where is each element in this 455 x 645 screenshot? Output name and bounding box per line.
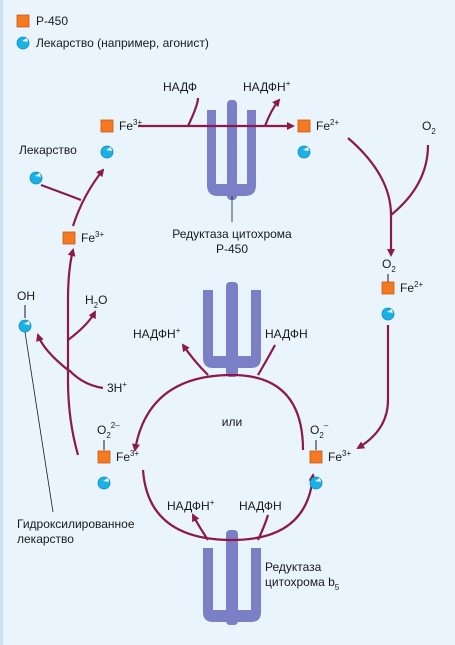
label-nadf-top: НАДФ	[163, 80, 197, 94]
arrow-fe3-to-complex	[71, 168, 105, 227]
o2-bound-right: O2	[382, 257, 396, 274]
reductase-b5-label-1: Редуктаза	[265, 560, 322, 574]
p450-left-mid	[62, 231, 76, 245]
o2-2minus-left: O22–	[97, 421, 120, 440]
fe3-right-bottom: Fe3+	[328, 449, 351, 464]
arrow-loop-bottom	[141, 469, 317, 542]
drug-top-right	[297, 145, 311, 159]
p450-top-left	[100, 119, 114, 133]
fe3-left-mid: Fe3+	[81, 230, 104, 245]
label-nadfn-mid: НАДФН	[265, 327, 308, 341]
reductase-p450-label-1: Редуктаза цитохрома	[172, 227, 292, 241]
arrow-o2-merge	[390, 144, 430, 216]
o2-top: O2	[422, 119, 436, 136]
reductase-p450-label-2: Р-450	[216, 242, 248, 256]
drug-right-bottom	[309, 476, 323, 490]
label-hydroxylated-2: лекарство	[17, 532, 74, 546]
p450-right-bottom	[309, 450, 323, 464]
fe3-top-left: Fe3+	[119, 118, 142, 133]
diagram-canvas: Р-450 Лекарство (например, агонист) Реду…	[16, 14, 436, 625]
drug-free-left	[29, 171, 43, 185]
label-nadfn-plus-mid: НАДФН+	[133, 326, 181, 341]
hydroxylated-pointer	[24, 331, 54, 513]
legend-drug-label: Лекарство (например, агонист)	[36, 36, 209, 50]
arrow-left-up	[66, 248, 80, 456]
o2-minus-right: O2–	[310, 421, 329, 440]
arrow-nadf-in	[187, 97, 200, 127]
p450-right-mid	[381, 281, 395, 295]
label-protons: 3H+	[107, 380, 127, 395]
reductase-p450-top-shape	[207, 100, 256, 200]
arrow-nadfn-out	[263, 98, 281, 127]
drug-left-bottom	[97, 476, 111, 490]
label-nadfn-bottom: НАДФН	[239, 499, 282, 513]
legend-p450-label: Р-450	[36, 14, 68, 28]
label-nadfn-plus-top: НАДФН+	[243, 79, 291, 94]
arrow-fe2-down	[347, 137, 395, 257]
arrow-nadfn-plus-mid	[181, 343, 209, 376]
label-nadfn-plus-bottom: НАДФН+	[167, 498, 215, 513]
p450-top-right	[297, 119, 311, 133]
arrow-protons-in	[68, 369, 104, 390]
label-drug: Лекарство	[19, 143, 77, 157]
arrow-nadfn-mid	[257, 344, 276, 376]
arrow-h2o-out	[67, 310, 96, 341]
fe2-top-right: Fe2+	[316, 118, 339, 133]
label-h2o: H2O	[85, 293, 107, 310]
reductase-middle-shape	[203, 282, 261, 377]
arrow-nadfn-bottom	[257, 514, 270, 541]
label-hydroxylated-1: Гидроксилированное	[17, 517, 135, 531]
arrow-right-down	[356, 325, 390, 450]
drug-top-left	[100, 145, 114, 159]
fe2-right-mid: Fe2+	[400, 280, 423, 295]
p450-left-bottom	[97, 450, 111, 464]
drug-right-mid	[381, 307, 395, 321]
label-oh: OH	[17, 289, 35, 303]
fe3-left-bottom: Fe3+	[116, 449, 139, 464]
reductase-b5-label-2: цитохрома b5	[265, 575, 340, 592]
arrow-hydroxylated-out	[36, 333, 69, 371]
label-or: или	[222, 415, 242, 429]
arrow-loop-top	[132, 373, 305, 452]
legend-drug-icon	[16, 36, 30, 50]
reductase-b5-shape	[203, 530, 261, 625]
legend-p450-icon	[16, 14, 30, 28]
drug-hydroxylated	[18, 319, 32, 333]
arrow-nadfn-plus-bottom	[192, 513, 209, 541]
arrow-drug-in	[40, 183, 82, 202]
